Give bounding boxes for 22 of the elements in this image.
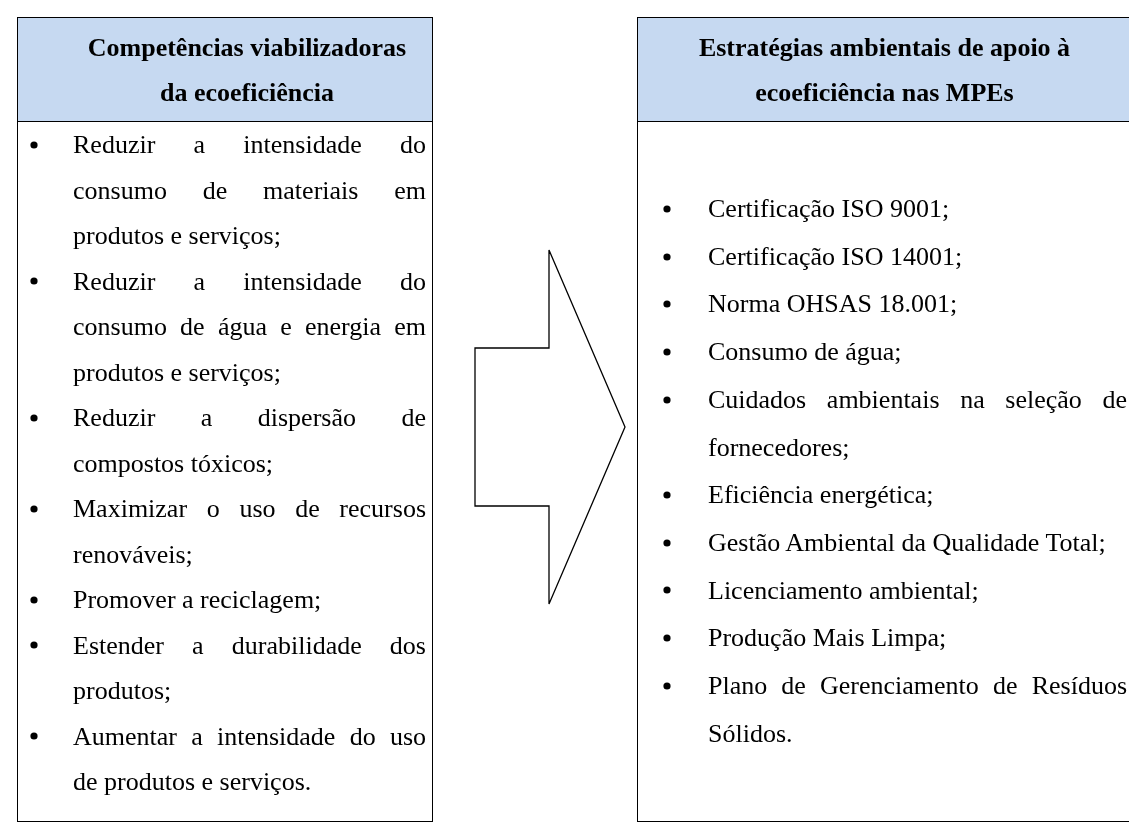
bullet-text: Gestão Ambiental da Qualidade Total; [708,527,1106,557]
bullet-text: Certificação ISO 9001; [708,194,950,223]
list-panel [637,17,1129,822]
bullet-text: Reduzir a intensidade do consumo de materiais em produtos e serviços; [73,130,426,250]
bullet-text: Norma OHSAS 18.001; [708,289,958,319]
list-panel [17,17,433,822]
bullet-text: Plano de Gerenciamento de Resíduos Sólidos. [708,671,1127,748]
bullet-text: Reduzir a dispersão de compostos tóxicos; [73,403,426,478]
bullet-text: Certificação ISO 14001; [708,241,963,271]
bullet-text: Estender a durabilidade dos produtos; [73,630,426,705]
bullet-text: Reduzir a intensidade do consumo de água e energia em produtos e serviços; [73,266,426,387]
bullet-text: Eficiência energética; [708,480,934,510]
panel-heading: Competências viabilizadoras da ecoeficiência [86,31,408,109]
bullet-text: Licenciamento ambiental; [708,575,979,605]
bullet-text: Maximizar o uso de recursos renováveis; [73,494,426,569]
bullet-text: Cuidados ambientais na seleção de fornecedores; [708,384,1127,462]
bullet-text: Consumo de água; [708,337,902,367]
block-arrow [474,249,626,605]
bullet-text: Promover a reciclagem; [73,585,322,614]
panel-heading: Estratégias ambientais de apoio à ecoeficiência nas MPEs [697,31,1072,109]
bullet-text: Produção Mais Limpa; [708,623,947,653]
bullet-text: Aumentar a intensidade do uso de produtos e serviços. [73,721,426,796]
